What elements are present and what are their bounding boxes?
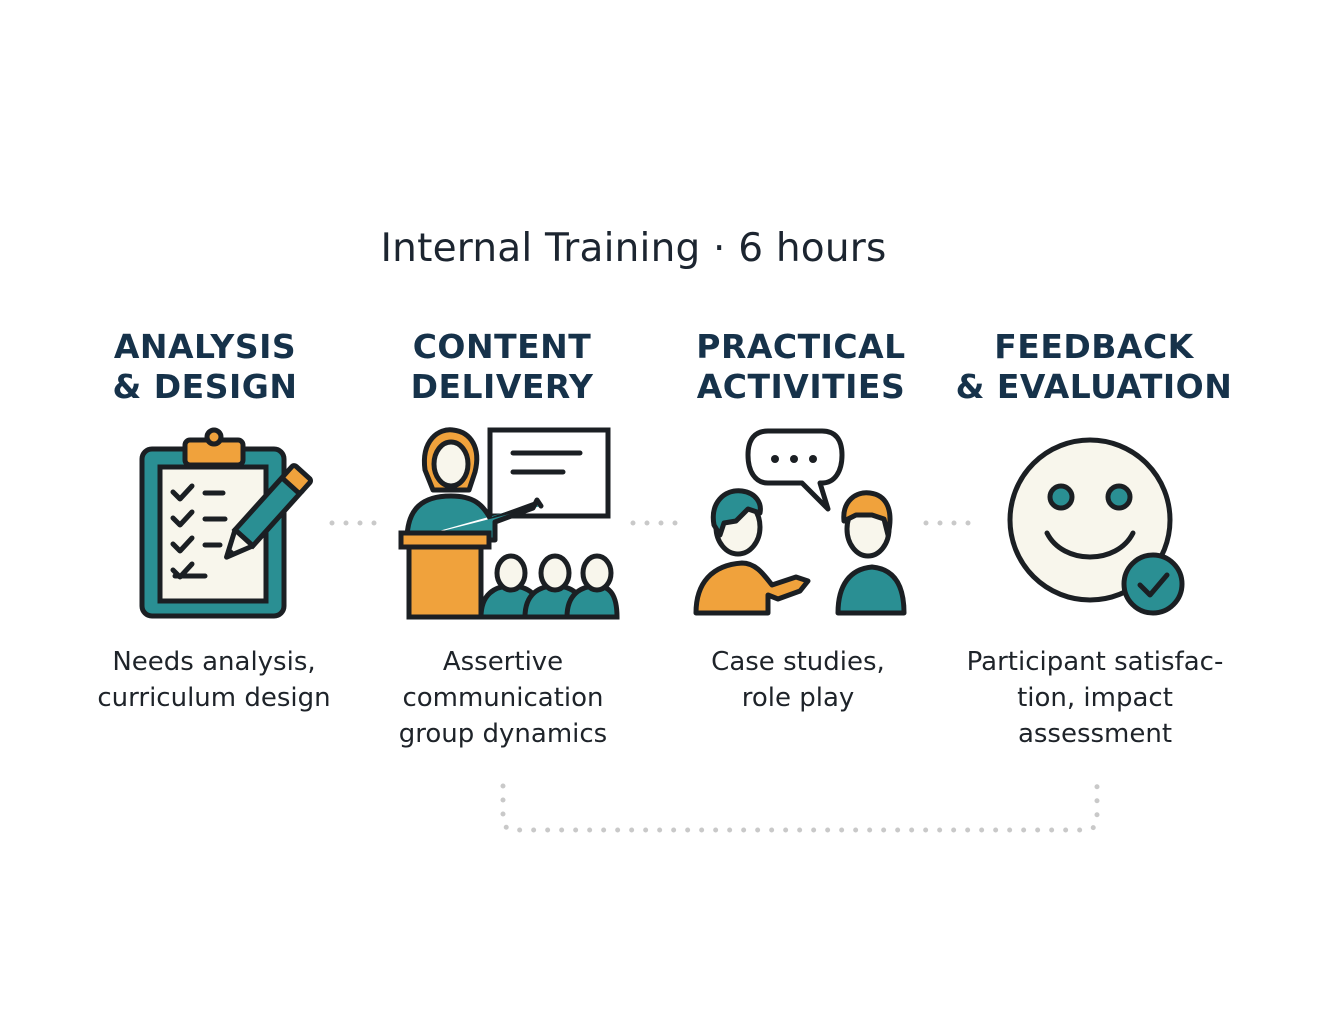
step-desc-practical-activities: Case studies, role play — [638, 644, 958, 716]
step-desc-line: assessment — [1017, 719, 1173, 749]
step-desc-line: tion, impact — [1017, 683, 1173, 713]
presenter-audience-icon — [398, 427, 620, 620]
step-desc-content-delivery: Assertive communication group dynamics — [343, 644, 663, 752]
step-title-content-delivery: CONTENT DELIVERY — [352, 327, 652, 407]
page-title: Internal Training · 6 hours — [380, 226, 887, 271]
step-title-line: FEEDBACK — [994, 327, 1194, 366]
step-title-line: DELIVERY — [410, 367, 594, 406]
step-desc-line: Case studies, — [711, 647, 885, 677]
step-desc-line: Assertive — [442, 647, 564, 677]
step-title-line: & DESIGN — [112, 367, 298, 406]
step-desc-feedback-evaluation: Participant satisfac- tion, impact asses… — [935, 644, 1255, 752]
step-desc-line: group dynamics — [398, 719, 608, 749]
clipboard-checklist-icon — [139, 427, 314, 619]
step-desc-analysis-design: Needs analysis, curriculum design — [54, 644, 374, 716]
step-desc-line: communication — [402, 683, 604, 713]
step-title-analysis-design: ANALYSIS & DESIGN — [55, 327, 355, 407]
step-title-line: ANALYSIS — [113, 327, 297, 366]
feedback-loop-connector — [500, 783, 1100, 833]
step-title-line: CONTENT — [412, 327, 592, 366]
step-desc-line: curriculum design — [97, 683, 331, 713]
step-title-line: ACTIVITIES — [696, 367, 906, 406]
step-desc-line: Participant satisfac- — [966, 647, 1224, 677]
step-desc-line: Needs analysis, — [112, 647, 316, 677]
step-title-line: PRACTICAL — [696, 327, 906, 366]
smiley-check-icon — [1007, 437, 1185, 616]
conversation-people-icon — [693, 428, 907, 616]
step-title-feedback-evaluation: FEEDBACK & EVALUATION — [944, 327, 1244, 407]
step-title-practical-activities: PRACTICAL ACTIVITIES — [651, 327, 951, 407]
step-desc-line: role play — [741, 683, 855, 713]
step-title-line: & EVALUATION — [955, 367, 1233, 406]
